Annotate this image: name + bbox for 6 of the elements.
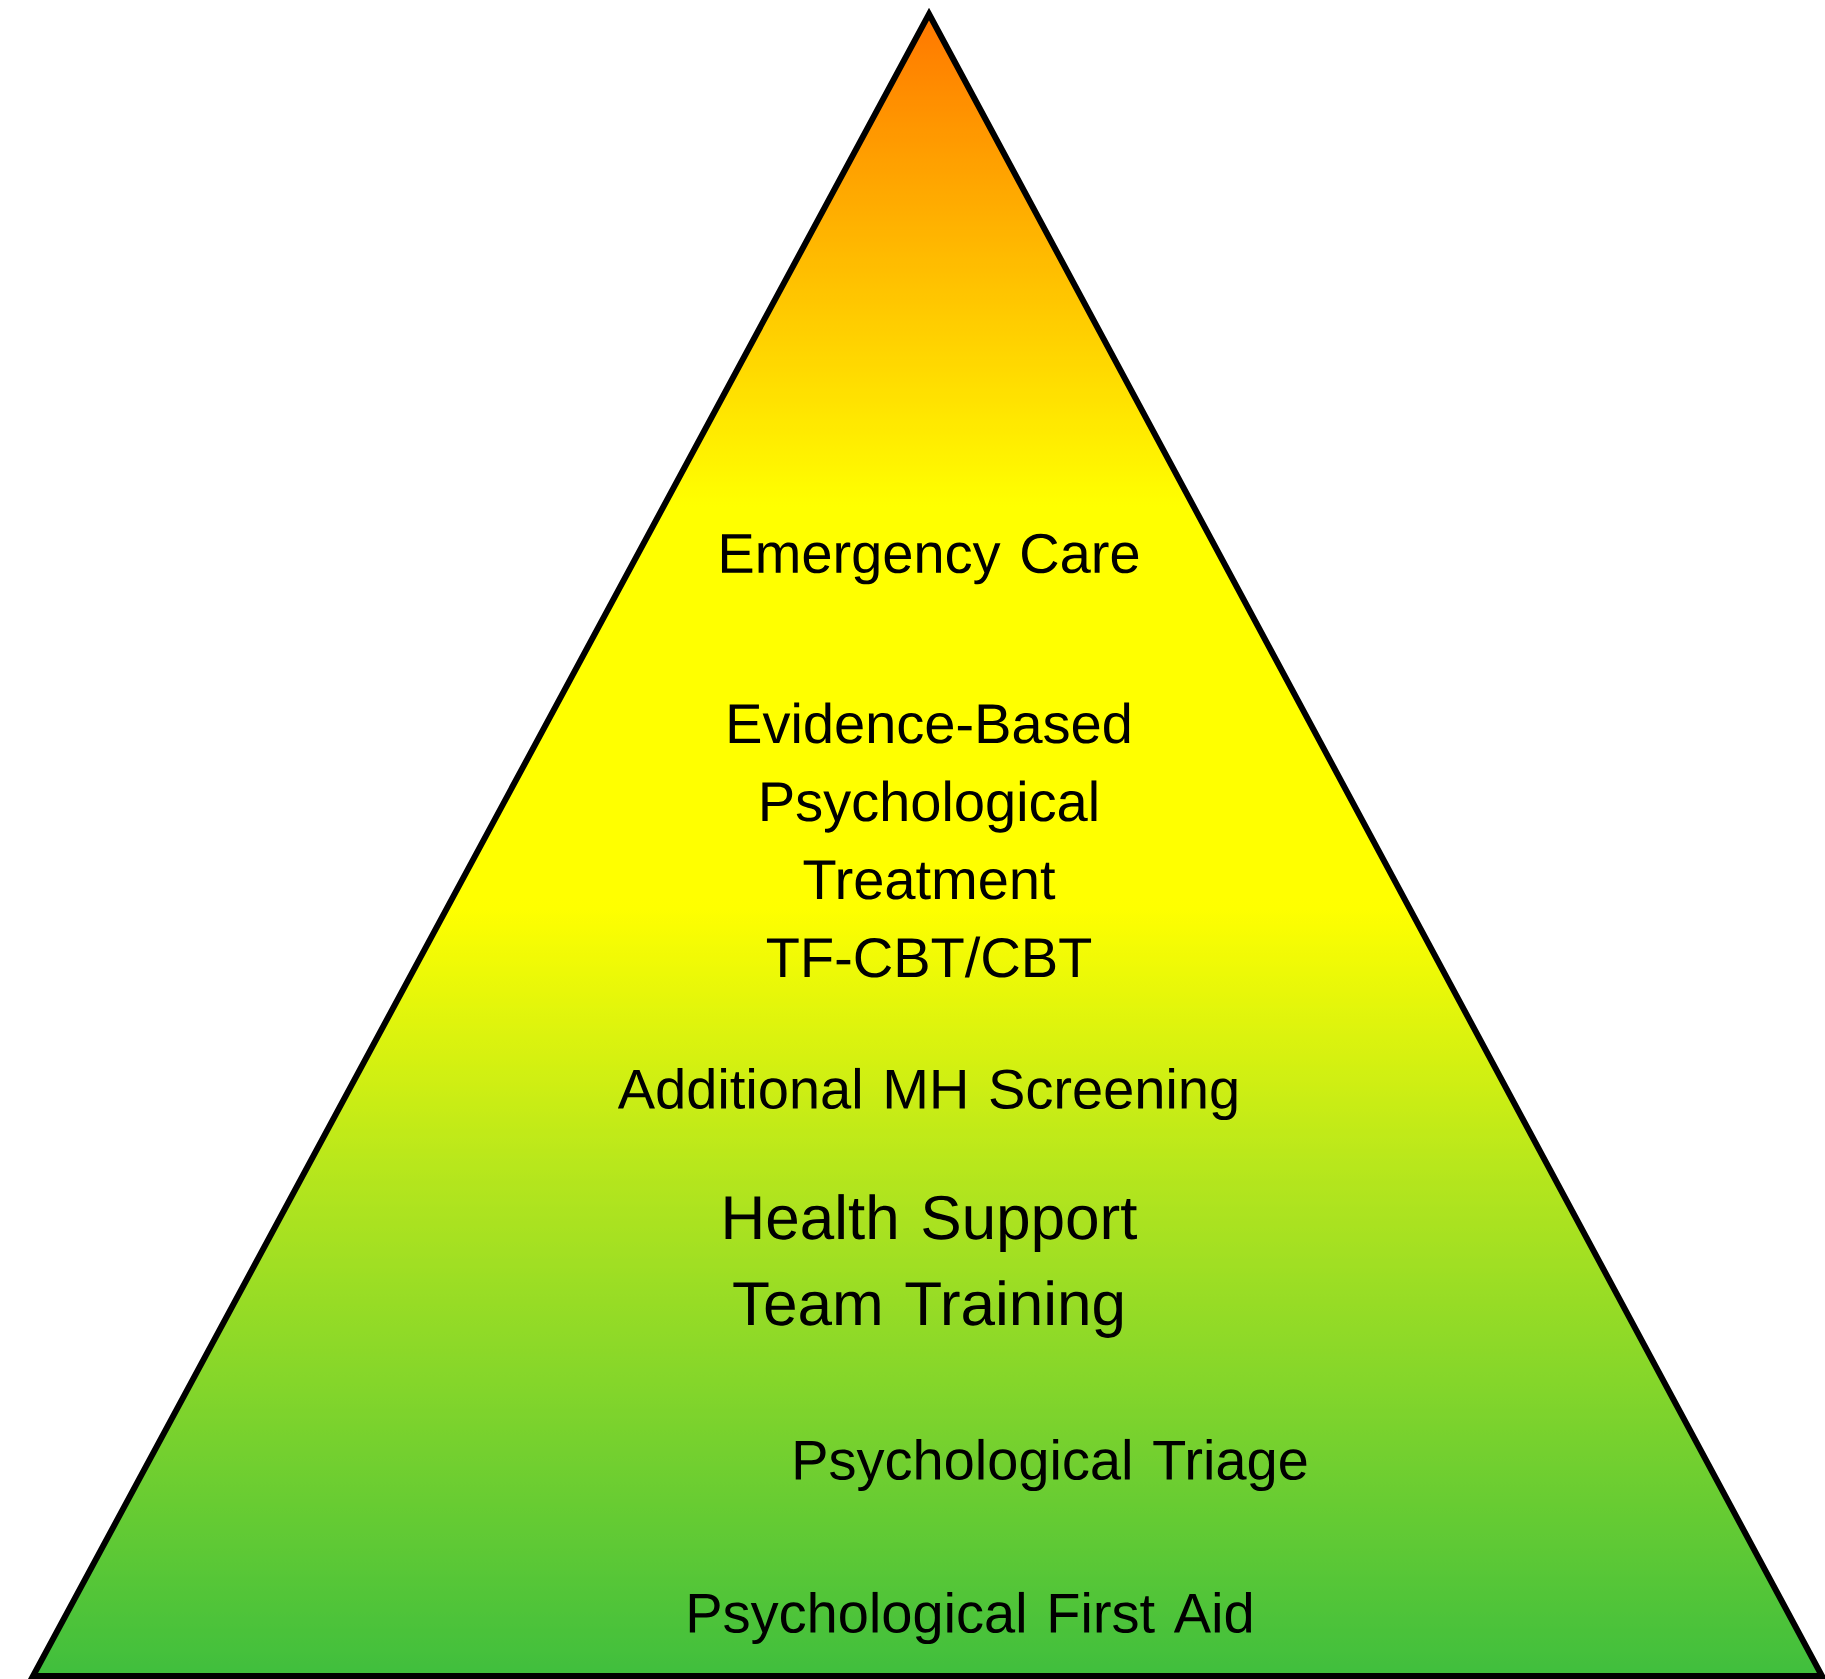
- tier-label: Additional MH Screening: [617, 1067, 1237, 1121]
- tier-label: Health Support Team Training: [725, 1194, 1137, 1338]
- tier-label: Psychological Triage: [795, 1438, 1307, 1492]
- tier-label: Emergency Care: [721, 533, 1139, 585]
- tier-label: Psychological First Aid: [689, 1591, 1252, 1645]
- tier-label: Evidence-Based Psychological Treatment TF-CBT/CBT: [729, 702, 1130, 978]
